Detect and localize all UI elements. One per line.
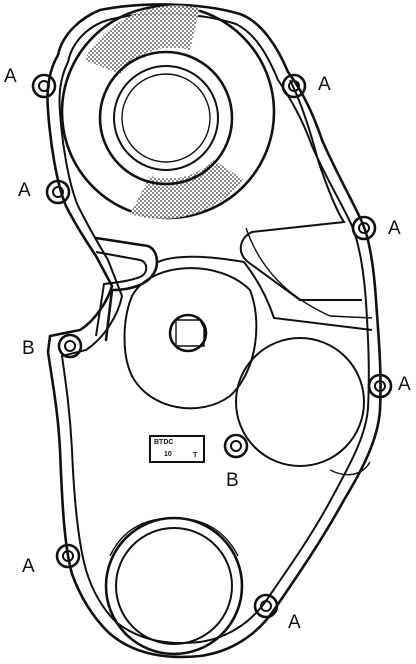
cover-separator-band-inner — [95, 251, 148, 337]
callout-a-right-lower: A — [398, 374, 411, 395]
upper-pulley-shading-bottom — [130, 160, 244, 219]
bolt-boss-a2 — [281, 73, 307, 99]
center-shaft-hole — [168, 313, 208, 353]
upper-pulley-shading-top — [84, 5, 200, 74]
upper-cover-rib-2 — [245, 227, 373, 319]
timing-plate-line1: BTDC — [154, 439, 173, 446]
bolt-boss-a4 — [351, 215, 377, 241]
callout-a-lower-left: A — [22, 556, 35, 577]
callout-a-upper-right: A — [318, 74, 331, 95]
crank-pulley-lip — [109, 517, 239, 557]
middle-boss — [123, 267, 258, 410]
camshaft-seal-mid — [113, 65, 219, 171]
cover-separator-band-right — [157, 255, 373, 331]
callout-b-center: B — [226, 470, 239, 491]
crank-pulley-inner — [115, 527, 233, 645]
idler-boss — [235, 337, 365, 467]
idler-boss-lip — [329, 461, 371, 476]
crank-pulley-outer — [104, 516, 244, 656]
timing-plate-line3: T — [193, 452, 198, 459]
bolt-boss-a7 — [253, 593, 279, 619]
camshaft-seal-outer — [98, 50, 234, 186]
bolt-boss-a5 — [367, 373, 393, 399]
callout-a-upper-left: A — [4, 66, 17, 87]
upper-cover-rib — [239, 79, 362, 301]
callout-b-left: B — [22, 338, 35, 359]
timing-plate: BTDC 10 T — [149, 435, 205, 463]
cover-inner-outline — [58, 12, 370, 644]
timing-plate-line2: 10 — [164, 451, 172, 458]
bolt-boss-b1 — [57, 333, 83, 359]
cover-outer-outline — [46, 3, 382, 659]
bolt-boss-a1 — [31, 73, 57, 99]
center-shaft-key — [175, 319, 205, 347]
callout-a-bottom: A — [288, 612, 301, 633]
camshaft-seal-inner — [121, 73, 211, 163]
callout-a-left-mid: A — [18, 180, 31, 201]
bolt-boss-a3 — [45, 179, 71, 205]
bolt-boss-b2 — [223, 433, 249, 459]
bolt-boss-a6 — [55, 543, 81, 569]
callout-a-right-upper: A — [388, 218, 401, 239]
